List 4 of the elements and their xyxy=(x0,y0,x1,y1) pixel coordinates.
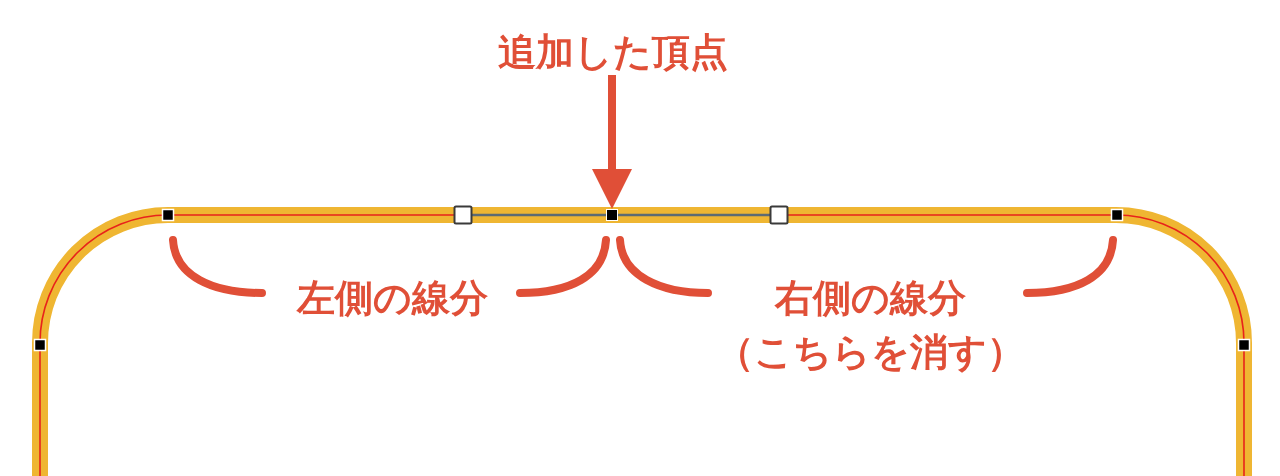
callout-label: 追加した頂点 xyxy=(498,29,728,75)
anchor-point-icon xyxy=(606,209,618,221)
callout-label: 右側の線分（こちらを消す） xyxy=(714,275,1026,376)
callout-label: 左側の線分 xyxy=(296,275,488,321)
